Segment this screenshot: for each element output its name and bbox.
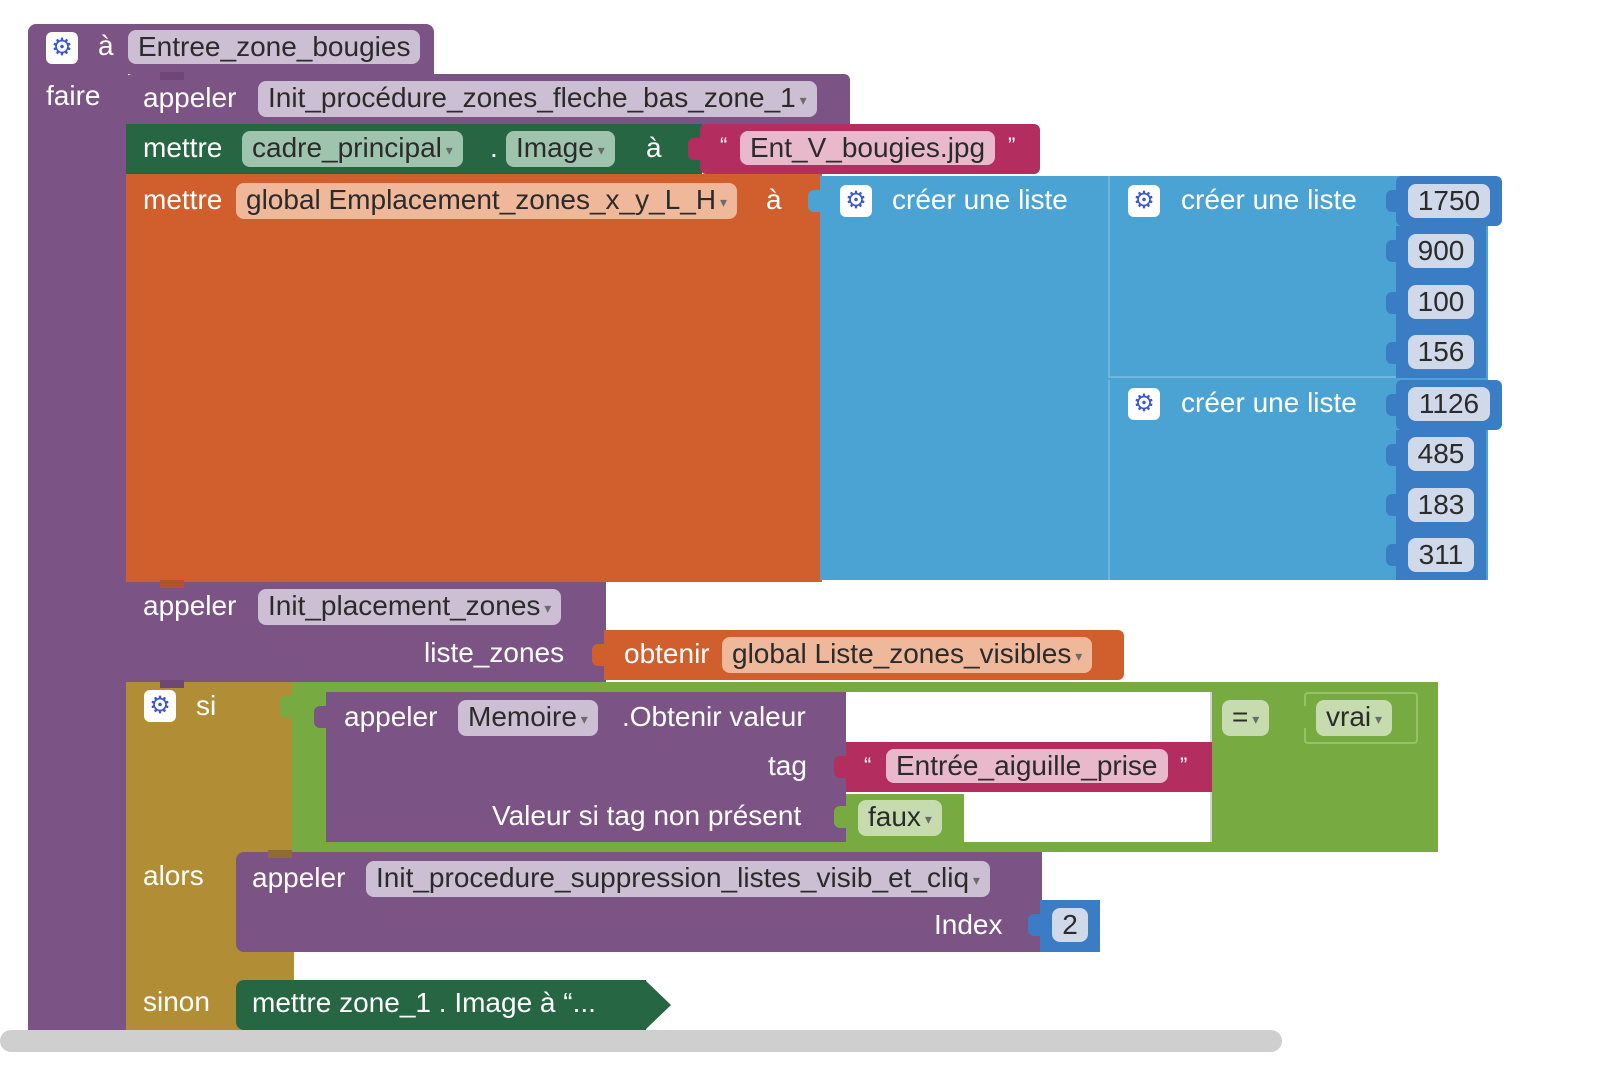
statement-notch	[160, 72, 184, 80]
tag-value-field[interactable]: Entrée_aiguille_prise	[886, 749, 1168, 783]
if-label: si	[196, 690, 217, 721]
horizontal-scrollbar[interactable]	[0, 1030, 1282, 1052]
statement-notch	[268, 850, 292, 858]
set-image-component-dropdown[interactable]: cadre_principal	[242, 131, 463, 167]
index-connector	[1028, 914, 1042, 936]
compare-operator-dropdown[interactable]: =	[1222, 700, 1270, 736]
default-value-label: Valeur si tag non présent	[492, 800, 802, 831]
procedure-name-field[interactable]: Entree_zone_bougies	[128, 30, 421, 64]
inner-list-1-label: créer une liste	[1181, 184, 1357, 215]
statement-notch	[160, 680, 184, 688]
if-gear-icon[interactable]: ⚙	[144, 690, 176, 722]
call-2-label: appeler	[143, 590, 237, 621]
collapsed-block-arrow	[645, 980, 671, 1030]
number-field[interactable]: 1126	[1408, 387, 1490, 421]
text-open-quote: “	[720, 133, 728, 158]
else-label: sinon	[143, 986, 210, 1017]
inner-list-2-label: créer une liste	[1181, 387, 1357, 418]
true-connector	[1292, 706, 1306, 728]
number-connector	[1386, 444, 1398, 466]
call-2-procedure-dropdown[interactable]: Init_placement_zones	[258, 589, 562, 625]
number-connector	[1386, 342, 1398, 364]
statement-notch	[160, 580, 184, 588]
true-dropdown[interactable]: vrai	[1316, 700, 1393, 736]
number-field[interactable]: 485	[1408, 437, 1474, 471]
call-1-procedure-dropdown[interactable]: Init_procédure_zones_fleche_bas_zone_1	[258, 81, 817, 117]
memoire-call-label: appeler	[344, 701, 438, 732]
tag-close-quote: ”	[1180, 753, 1188, 778]
call-2-param-label: liste_zones	[424, 637, 565, 668]
number-connector	[1386, 240, 1398, 262]
inner-list-1-gear-icon[interactable]: ⚙	[1128, 185, 1160, 217]
index-label: Index	[934, 909, 1003, 940]
image-filename-field[interactable]: Ent_V_bougies.jpg	[740, 131, 996, 165]
number-connector	[1386, 292, 1398, 314]
set-global-to-label: à	[766, 184, 782, 215]
get-variable-connector	[592, 644, 606, 666]
do-label: faire	[46, 80, 101, 111]
text-block-connector	[688, 138, 702, 160]
set-image-label: mettre	[143, 132, 223, 163]
outer-list-gear-icon[interactable]: ⚙	[840, 185, 872, 217]
memoire-component-dropdown[interactable]: Memoire	[458, 700, 598, 736]
outer-list-label: créer une liste	[892, 184, 1068, 215]
false-connector	[834, 806, 848, 828]
compare-connector	[280, 696, 294, 718]
number-field[interactable]: 900	[1408, 234, 1474, 268]
call-1-label: appeler	[143, 82, 237, 113]
text-close-quote: ”	[1008, 133, 1016, 158]
number-field[interactable]: 183	[1408, 488, 1474, 522]
set-image-property-dropdown[interactable]: Image	[506, 131, 615, 167]
number-connector	[1386, 544, 1398, 566]
procedure-gear-icon[interactable]: ⚙	[46, 32, 78, 64]
then-label: alors	[143, 860, 204, 891]
tag-label: tag	[768, 750, 807, 781]
tag-open-quote: “	[864, 753, 872, 778]
procedure-body-rail	[28, 72, 128, 1032]
else-collapsed-text: mettre zone_1 . Image à “...	[252, 987, 596, 1018]
number-field[interactable]: 100	[1408, 285, 1474, 319]
get-variable-dropdown[interactable]: global Liste_zones_visibles	[722, 637, 1093, 673]
inner-list-2-gear-icon[interactable]: ⚙	[1128, 388, 1160, 420]
number-connector	[1386, 394, 1398, 416]
number-field[interactable]: 156	[1408, 335, 1474, 369]
set-image-dot: .	[490, 132, 498, 163]
set-image-to-label: à	[646, 132, 662, 163]
index-number-field[interactable]: 2	[1052, 908, 1088, 942]
procedure-to-label: à	[98, 30, 114, 61]
number-connector	[1386, 494, 1398, 516]
then-call-label: appeler	[252, 862, 346, 893]
get-label: obtenir	[624, 638, 710, 669]
else-collapsed-block[interactable]	[236, 980, 646, 1030]
number-connector	[1386, 190, 1398, 212]
set-global-label: mettre	[143, 184, 223, 215]
set-global-block[interactable]	[126, 174, 822, 582]
number-field[interactable]: 1750	[1408, 184, 1490, 218]
outer-list-connector	[808, 190, 822, 212]
tag-text-connector	[834, 756, 848, 778]
false-dropdown[interactable]: faux	[858, 800, 942, 836]
memoire-method-label: .Obtenir valeur	[622, 701, 806, 732]
global-variable-dropdown[interactable]: global Emplacement_zones_x_y_L_H	[236, 183, 737, 219]
memoire-call-connector	[314, 706, 328, 728]
number-field[interactable]: 311	[1408, 538, 1474, 572]
then-call-procedure-dropdown[interactable]: Init_procedure_suppression_listes_visib_…	[366, 861, 990, 897]
